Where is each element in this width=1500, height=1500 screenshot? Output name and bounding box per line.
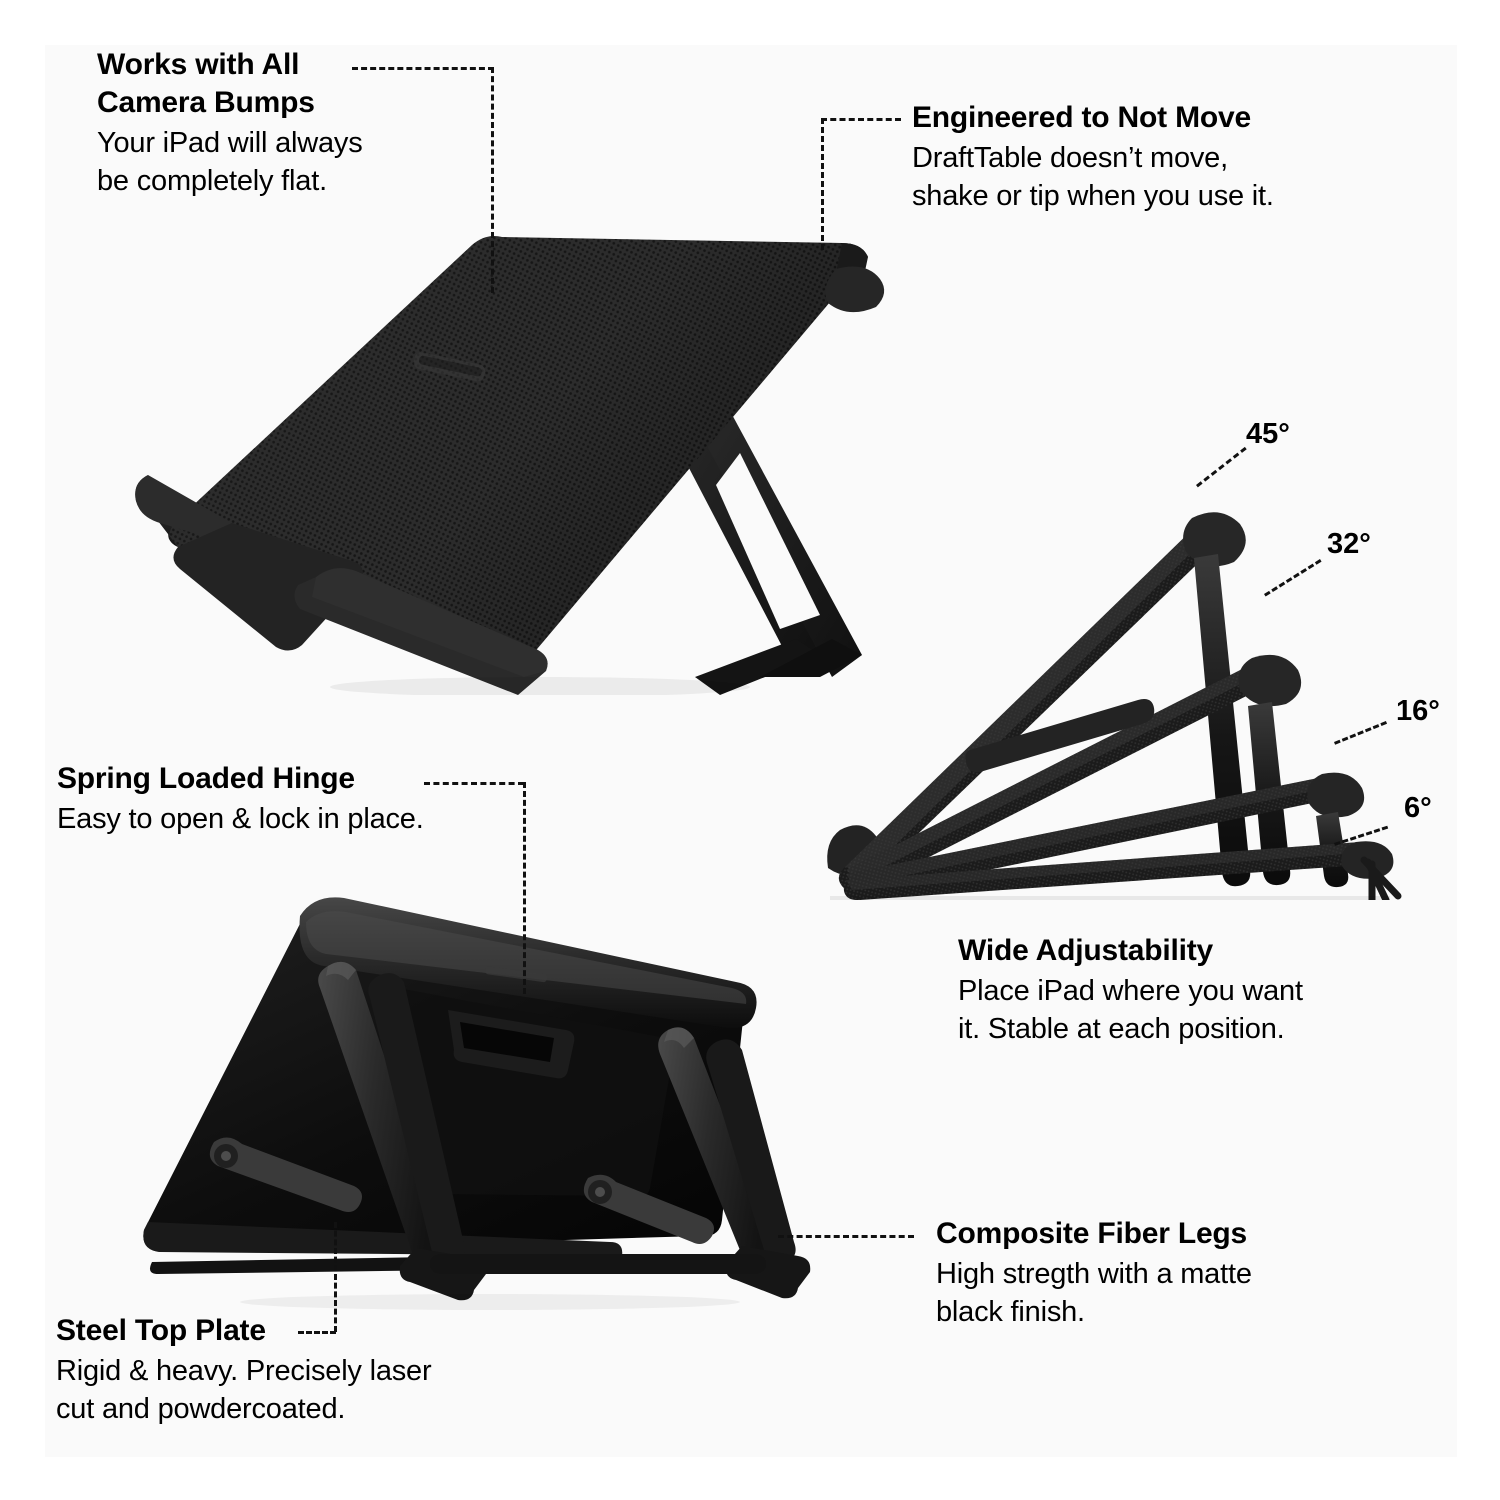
angle-label-45: 45°: [1246, 418, 1290, 450]
tablet-stop-lip: [135, 475, 548, 695]
leg-tip-fan: [1360, 856, 1402, 900]
callout-steel-plate: Steel Top Plate Rigid & heavy. Precisely…: [56, 1312, 526, 1428]
drop-shadow: [330, 677, 750, 695]
leader-line-steel-plate-h: [298, 1331, 336, 1334]
composite-leg-left: [318, 961, 487, 1301]
brand-logo-emboss: [413, 352, 486, 382]
brand-logo-rail: [485, 966, 548, 983]
product-image-stand-angles-side: [827, 512, 1402, 900]
leader-line-not-move-v: [821, 118, 824, 250]
leader-line-camera-bumps-v: [491, 67, 494, 293]
ground-shadow: [830, 896, 1390, 900]
leader-line-steel-plate-v: [334, 1222, 337, 1332]
leader-line-not-move-h: [821, 118, 901, 121]
spring-hinge-rail: [299, 897, 757, 1029]
leader-line-spring-hinge-h: [424, 782, 524, 785]
rear-foot-right: [825, 266, 885, 313]
drop-shadow: [240, 1294, 740, 1310]
callout-composite-legs-body: High stregth with a matte black finish.: [936, 1258, 1252, 1328]
callout-camera-bumps-title: Works with All Camera Bumps: [97, 48, 315, 119]
spring-lock-strut-left: [209, 1137, 362, 1212]
callout-steel-plate-title: Steel Top Plate: [56, 1314, 266, 1347]
callout-spring-hinge-body: Easy to open & lock in place.: [57, 803, 424, 835]
angle-label-32: 32°: [1327, 528, 1371, 560]
callout-not-move-body: DraftTable doesn’t move, shake or tip wh…: [912, 142, 1274, 212]
callout-not-move: Engineered to Not Move DraftTable doesn’…: [912, 99, 1392, 215]
callout-wide-adjustability-body: Place iPad where you want it. Stable at …: [958, 975, 1303, 1045]
product-image-stand-rear: [143, 897, 811, 1310]
angle-label-6: 6°: [1404, 792, 1432, 824]
callout-spring-hinge-title: Spring Loaded Hinge: [57, 762, 355, 795]
spring-lock-strut-right: [583, 1174, 714, 1244]
product-image-stand-open-iso: [135, 236, 885, 695]
position-32: [839, 654, 1302, 893]
callout-composite-legs: Composite Fiber Legs High stregth with a…: [936, 1215, 1376, 1331]
callout-camera-bumps: Works with All Camera Bumps Your iPad wi…: [97, 46, 437, 200]
leader-line-composite-legs-h: [778, 1235, 914, 1238]
callout-wide-adjustability-title: Wide Adjustability: [958, 934, 1214, 967]
callout-spring-hinge: Spring Loaded Hinge Easy to open & lock …: [57, 760, 527, 838]
callout-wide-adjustability: Wide Adjustability Place iPad where you …: [958, 932, 1408, 1048]
callout-steel-plate-body: Rigid & heavy. Precisely laser cut and p…: [56, 1355, 432, 1425]
perforated-top-plate: [168, 236, 869, 664]
composite-leg-right: [430, 1027, 811, 1299]
callout-not-move-title: Engineered to Not Move: [912, 101, 1251, 134]
callout-camera-bumps-body: Your iPad will always be completely flat…: [97, 127, 363, 197]
leader-line-camera-bumps-h: [352, 67, 494, 70]
callout-composite-legs-title: Composite Fiber Legs: [936, 1217, 1248, 1250]
leader-line-spring-hinge-v: [523, 782, 526, 994]
angle-label-16: 16°: [1396, 695, 1440, 727]
